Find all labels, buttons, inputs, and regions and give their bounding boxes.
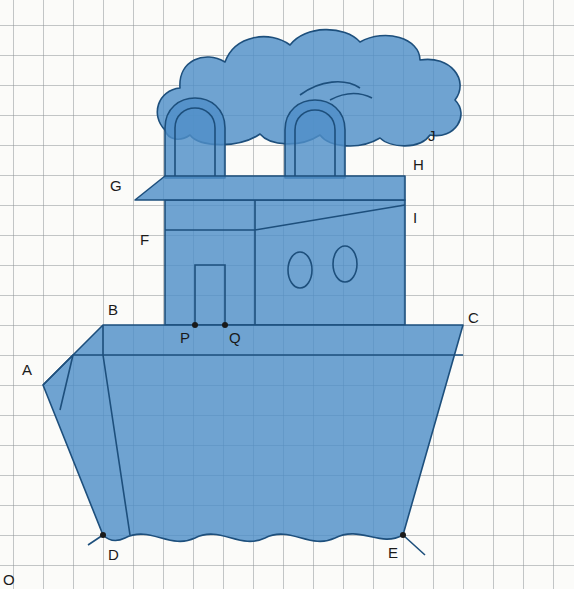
cabin-divider (165, 200, 405, 325)
point-label: B (108, 302, 118, 317)
point-label: C (468, 310, 479, 325)
wave-tail (88, 535, 425, 555)
deck-edge (43, 325, 463, 535)
point-label: G (110, 178, 122, 193)
point-label: F (140, 232, 149, 247)
point-dot (222, 322, 228, 328)
point-label: H (413, 157, 424, 172)
point-label: D (108, 547, 119, 562)
point-label: E (388, 545, 398, 560)
funnel-right (285, 100, 345, 178)
porthole (288, 252, 312, 288)
door (195, 265, 225, 325)
point-dot (400, 532, 406, 538)
cabin (165, 200, 405, 325)
funnel-left (165, 98, 225, 178)
point-dot (100, 532, 106, 538)
funnel-inner-left (175, 108, 215, 176)
point-label: J (428, 128, 436, 143)
funnel-inner-right (295, 110, 335, 176)
point-dot (192, 322, 198, 328)
point-label: Q (229, 330, 241, 345)
point-label: I (413, 210, 417, 225)
porthole (333, 246, 357, 282)
hull (43, 325, 463, 541)
point-label: A (22, 362, 32, 377)
point-label: P (180, 330, 190, 345)
point-label: O (3, 572, 15, 587)
roof-plate (135, 176, 405, 200)
cloud-curl (300, 82, 372, 100)
